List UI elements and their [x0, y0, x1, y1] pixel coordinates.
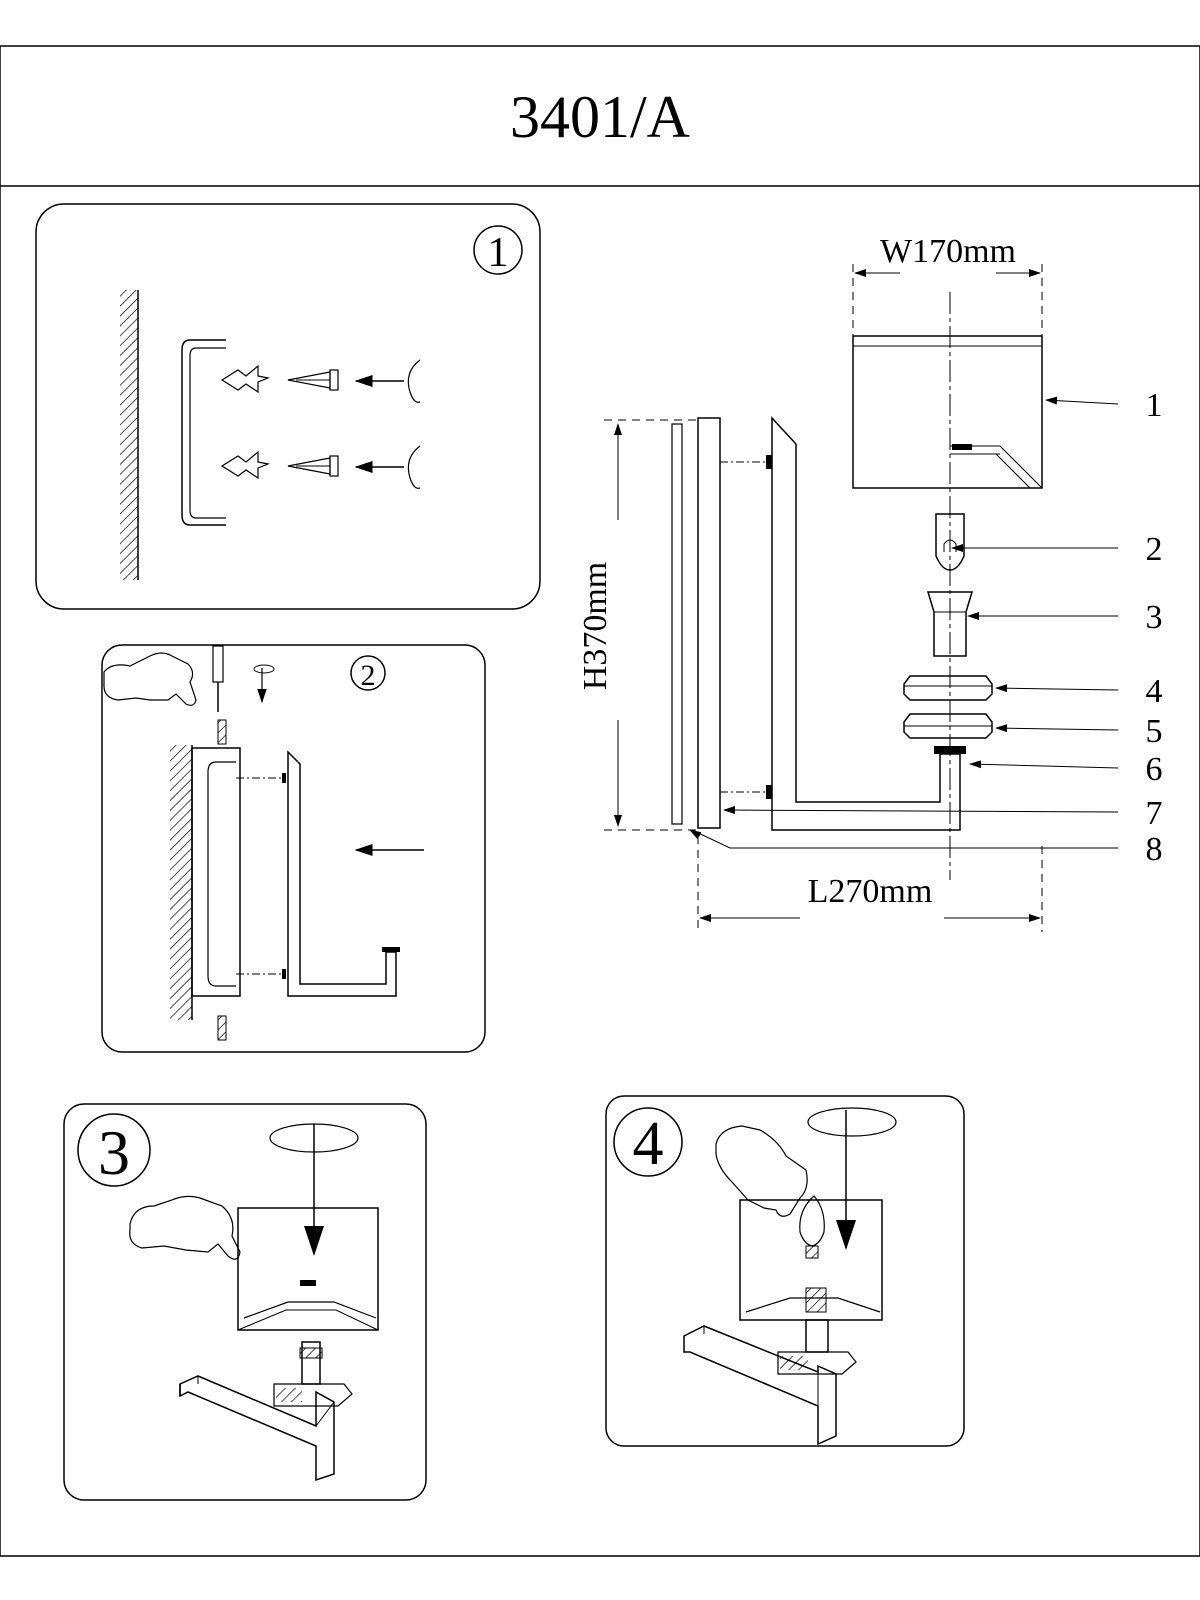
step2-number-circle	[350, 655, 386, 691]
part-number: 4	[1146, 673, 1163, 710]
dimension-height: H370mm	[577, 562, 614, 690]
light-bulb-icon	[935, 513, 965, 571]
screwdriver-icon	[212, 645, 224, 712]
rotate-arrow-icon	[407, 445, 421, 489]
screw-icon	[217, 719, 227, 745]
screw-icon	[287, 455, 339, 477]
sheet-border	[0, 45, 1200, 1557]
screw-icon	[217, 1015, 227, 1041]
lamp-shade	[237, 1207, 379, 1331]
wall-plate	[697, 417, 721, 829]
part-number: 2	[1146, 531, 1163, 568]
hand-icon	[103, 652, 197, 706]
step1-number: 1	[488, 230, 509, 276]
step4-panel: 4	[605, 1095, 965, 1447]
part-number: 7	[1146, 795, 1163, 832]
light-bulb-icon	[799, 1195, 825, 1259]
lamp-arm	[683, 1325, 837, 1446]
hand-icon	[715, 1125, 808, 1217]
wall-anchor-icon	[220, 364, 271, 394]
step3-panel: 3	[63, 1103, 427, 1501]
screw-icon	[287, 369, 339, 391]
part-number: 6	[1146, 751, 1163, 788]
rotate-arrow-icon	[807, 1107, 897, 1137]
part-number: 5	[1146, 713, 1163, 750]
step1-panel: 1	[35, 203, 541, 610]
shade-ring-upper	[903, 675, 993, 701]
part-number: 1	[1146, 387, 1163, 424]
step4-number: 4	[633, 1110, 664, 1178]
lamp-arm	[771, 416, 961, 831]
part-number: 3	[1146, 599, 1163, 636]
wall-hatch-icon	[170, 745, 192, 1020]
step3-number-circle	[77, 1113, 151, 1187]
step3-number: 3	[98, 1117, 130, 1188]
model-title: 3401/A	[510, 84, 690, 150]
mounting-bracket	[671, 423, 683, 825]
step2-panel: 2	[101, 644, 486, 1053]
lamp-socket	[805, 1319, 829, 1353]
lamp-arm	[179, 1375, 335, 1482]
wall-anchor-icon	[220, 450, 271, 480]
exploded-view: W170mm	[577, 233, 1163, 932]
shade-ring-lower	[903, 713, 993, 739]
step1-number-circle	[473, 225, 523, 275]
hand-icon	[129, 1195, 241, 1260]
part-number: 8	[1146, 831, 1163, 868]
threaded-nut	[934, 746, 966, 754]
wall-hatch-icon	[120, 290, 138, 580]
step2-number: 2	[361, 659, 376, 692]
lamp-shade	[852, 335, 1043, 489]
mounting-bracket	[181, 339, 226, 526]
dimension-length: L270mm	[808, 873, 933, 910]
lamp-arm	[287, 750, 397, 997]
dimension-width: W170mm	[880, 233, 1016, 270]
rotate-arrow-icon	[253, 664, 275, 674]
rotate-arrow-icon	[407, 359, 421, 403]
step4-number-circle	[613, 1107, 683, 1177]
